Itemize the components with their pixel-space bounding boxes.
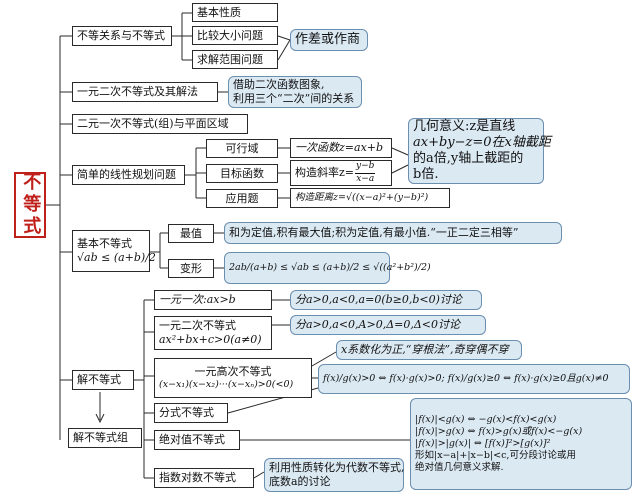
method-linear-function-text: 一次函数z=ax+b bbox=[295, 141, 384, 155]
node-solve-range: 求解范围问题 bbox=[192, 50, 278, 69]
node-extreme-value-label: 最值 bbox=[180, 226, 202, 240]
node-higher-degree-line2: (x−x₁)(x−x₂)···(x−xₙ)>0(<0) bbox=[159, 378, 294, 390]
node-deformation: 变形 bbox=[168, 259, 214, 278]
note-deformation: 2ab/(a+b) ≤ √ab ≤ (a+b)/2 ≤ √((a²+b²)/2) bbox=[224, 252, 431, 284]
node-inequality-system: 解不等式组 bbox=[68, 428, 142, 448]
node-inequality-relations-label: 不等关系与不等式 bbox=[77, 29, 165, 43]
note-exp-log-line2: 底数a的讨论 bbox=[269, 475, 331, 488]
node-higher-degree: 一元高次不等式 (x−x₁)(x−x₂)···(x−xₙ)>0(<0) bbox=[154, 358, 312, 398]
node-objective-function: 目标函数 bbox=[206, 164, 278, 183]
node-application-label: 应用题 bbox=[225, 191, 259, 205]
method-slope: 构造斜率z= y−b x−a bbox=[290, 160, 392, 186]
method-slope-prefix: 构造斜率z= bbox=[295, 166, 355, 180]
node-inequality-relations: 不等关系与不等式 bbox=[72, 26, 172, 46]
node-quadratic-one-var-line2: ax²+bx+c>0(a≠0) bbox=[159, 333, 262, 346]
node-basic-inequality: 基本不等式 √ab ≤ (a+b)/2 bbox=[72, 230, 156, 272]
abs-line2: |f(x)|>g(x) ⇔ f(x)>g(x)或f(x)<−g(x) bbox=[415, 426, 583, 438]
geo-line1: 几何意义:z是直线 bbox=[413, 118, 516, 134]
method-linear-function: 一次函数z=ax+b bbox=[290, 138, 392, 158]
abs-line5: 绝对值几何意义求解. bbox=[415, 461, 504, 473]
method-distance: 构造距离z=√((x−a)²+(y−b)²) bbox=[290, 188, 450, 208]
node-linear-one-var: 一元一次:ax>b bbox=[154, 290, 272, 310]
note-linear-one-var-text: 分a>0,a<0,a=0(b≥0,b<0)讨论 bbox=[295, 293, 462, 307]
geo-line4: b倍. bbox=[413, 167, 439, 183]
note-deformation-formula: 2ab/(a+b) ≤ √ab ≤ (a+b)/2 ≤ √((a²+b²)/2) bbox=[229, 262, 431, 274]
note-quadratic-function: 借助二次函数图象, 利用三个“二次”间的关系 bbox=[228, 76, 362, 108]
method-distance-text: 构造距离z=√((x−a)²+(y−b)²) bbox=[295, 192, 429, 204]
node-compare-size-label: 比较大小问题 bbox=[197, 28, 263, 42]
note-higher-degree: x系数化为正,“穿根法”,奇穿偶不穿 bbox=[336, 340, 522, 360]
node-feasible-region-label: 可行域 bbox=[225, 141, 259, 155]
node-quadratic-inequality: 一元二次不等式及其解法 bbox=[72, 82, 218, 102]
note-linear-one-var: 分a>0,a<0,a=0(b≥0,b<0)讨论 bbox=[290, 290, 482, 310]
node-basic-properties-label: 基本性质 bbox=[197, 5, 241, 19]
node-exp-log: 指数对数不等式 bbox=[154, 468, 254, 488]
slope-fraction: y−b x−a bbox=[355, 161, 376, 185]
node-solve-inequality-label: 解不等式 bbox=[77, 373, 121, 387]
note-quadratic-line1: 借助二次函数图象, bbox=[233, 78, 325, 92]
root-node: 不等式 bbox=[14, 172, 46, 238]
node-fractional-label: 分式不等式 bbox=[159, 406, 214, 420]
geo-line3: 的a倍,y轴上截距的 bbox=[413, 151, 524, 166]
root-label: 不等式 bbox=[20, 172, 42, 238]
node-application: 应用题 bbox=[206, 189, 278, 208]
node-basic-properties: 基本性质 bbox=[192, 3, 278, 22]
node-linear-region-label: 二元一次不等式(组)与平面区域 bbox=[77, 117, 229, 131]
node-absolute-value-label: 绝对值不等式 bbox=[159, 433, 225, 447]
node-solve-inequality: 解不等式 bbox=[72, 370, 134, 390]
node-linear-one-var-label: 一元一次:ax>b bbox=[159, 293, 236, 307]
node-quadratic-one-var: 一元二次不等式 ax²+bx+c>0(a≠0) bbox=[154, 316, 272, 350]
note-higher-degree-text: x系数化为正,“穿根法”,奇穿偶不穿 bbox=[341, 343, 509, 357]
node-compare-size: 比较大小问题 bbox=[192, 26, 278, 45]
note-quadratic-one-var: 分a>0,a<0,A>0,Δ=0,Δ<0讨论 bbox=[290, 315, 486, 335]
slope-numerator: y−b bbox=[355, 161, 376, 174]
note-exp-log: 利用性质转化为代数不等式, 底数a的讨论 bbox=[264, 458, 405, 492]
node-fractional: 分式不等式 bbox=[154, 403, 228, 423]
node-linear-region: 二元一次不等式(组)与平面区域 bbox=[72, 114, 248, 134]
abs-line1: |f(x)|<g(x) ⇔ −g(x)<f(x)<g(x) bbox=[415, 414, 557, 426]
note-quadratic-one-var-text: 分a>0,a<0,A>0,Δ=0,Δ<0讨论 bbox=[295, 318, 461, 332]
node-quadratic-one-var-line1: 一元二次不等式 bbox=[159, 319, 236, 333]
note-absolute-value: |f(x)|<g(x) ⇔ −g(x)<f(x)<g(x) |f(x)|>g(x… bbox=[410, 398, 632, 490]
note-extreme-value: 和为定值,积有最大值;积为定值,有最小值.“一正二定三相等” bbox=[224, 222, 562, 244]
note-extreme-value-text: 和为定值,积有最大值;积为定值,有最小值.“一正二定三相等” bbox=[229, 226, 519, 240]
node-feasible-region: 可行域 bbox=[206, 139, 278, 158]
node-quadratic-inequality-label: 一元二次不等式及其解法 bbox=[77, 85, 198, 99]
abs-line3: |f(x)|>|g(x)| ⇔ [f(x)]²>[g(x)]² bbox=[415, 438, 551, 450]
node-extreme-value: 最值 bbox=[168, 224, 214, 243]
note-quadratic-line2: 利用三个“二次”间的关系 bbox=[233, 92, 355, 105]
abs-line4: 形如|x−a|+|x−b|<c,可分段讨论或用 bbox=[415, 449, 576, 461]
note-difference-quotient-text: 作差或作商 bbox=[295, 31, 361, 47]
node-linear-programming: 简单的线性规划问题 bbox=[72, 165, 185, 185]
node-linear-programming-label: 简单的线性规划问题 bbox=[77, 168, 176, 182]
note-exp-log-line1: 利用性质转化为代数不等式, bbox=[269, 461, 405, 475]
note-geometric-meaning: 几何意义:z是直线 ax+by−z=0在x轴截距 的a倍,y轴上截距的 b倍. bbox=[408, 118, 551, 184]
node-basic-inequality-formula: √ab ≤ (a+b)/2 bbox=[77, 251, 156, 264]
node-deformation-label: 变形 bbox=[180, 261, 202, 275]
node-absolute-value: 绝对值不等式 bbox=[154, 430, 240, 450]
node-higher-degree-line1: 一元高次不等式 bbox=[194, 365, 272, 379]
node-objective-function-label: 目标函数 bbox=[220, 166, 264, 180]
note-difference-quotient: 作差或作商 bbox=[290, 29, 368, 51]
note-fractional-text: f(x)/g(x)>0 ⇔ f(x)·g(x)>0; f(x)/g(x)≥0 ⇔… bbox=[323, 373, 609, 385]
node-exp-log-label: 指数对数不等式 bbox=[159, 471, 236, 485]
geo-line2: ax+by−z=0在x轴截距 bbox=[413, 134, 551, 150]
note-fractional: f(x)/g(x)>0 ⇔ f(x)·g(x)>0; f(x)/g(x)≥0 ⇔… bbox=[318, 364, 630, 394]
node-solve-range-label: 求解范围问题 bbox=[197, 52, 263, 66]
node-inequality-system-label: 解不等式组 bbox=[73, 431, 128, 445]
slope-denominator: x−a bbox=[356, 173, 375, 184]
node-basic-inequality-label: 基本不等式 bbox=[77, 237, 132, 251]
